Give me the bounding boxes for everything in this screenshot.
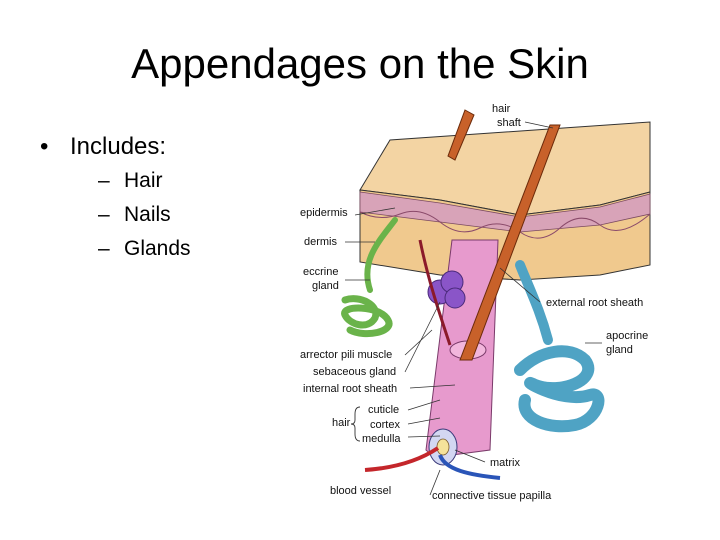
- label-epidermis: epidermis: [300, 207, 348, 219]
- bullet-includes-text: Includes:: [70, 133, 167, 160]
- label-medulla: medulla: [362, 433, 401, 445]
- papilla: [436, 438, 450, 456]
- label-apocrine: apocrine: [606, 330, 648, 342]
- bullet-marker: •: [40, 133, 49, 160]
- bullet-list: • Includes: –Hair –Nails –Glands: [40, 130, 191, 266]
- skin-appendages-diagram: hair shaft epidermis dermis eccrine glan…: [300, 103, 651, 502]
- label-shaft: shaft: [497, 117, 521, 129]
- label-hair: hair: [492, 103, 511, 115]
- dash-marker: –: [98, 169, 110, 192]
- label-sebaceous: sebaceous gland: [313, 366, 396, 378]
- eccrine-coil: [341, 295, 393, 338]
- sub-bullet-text: Nails: [124, 203, 171, 226]
- label-connective-tissue-papilla: connective tissue papilla: [432, 490, 552, 502]
- sub-bullet-hair: –Hair: [98, 164, 191, 198]
- skin-block: [359, 121, 651, 281]
- hair-shaft: [459, 124, 561, 361]
- sub-bullet-text: Hair: [124, 169, 163, 192]
- label-dermis: dermis: [304, 236, 338, 248]
- apocrine-duct: [515, 260, 553, 345]
- hair-shaft-small: [447, 109, 475, 161]
- label-internal-root-sheath: internal root sheath: [303, 383, 397, 395]
- label-matrix: matrix: [490, 457, 520, 469]
- slide-title: Appendages on the Skin: [131, 40, 589, 87]
- label-eccrine: eccrine: [303, 266, 338, 278]
- artery: [364, 446, 440, 472]
- hair-brace: [350, 406, 361, 442]
- dash-marker: –: [98, 203, 110, 226]
- arrector-pili-muscle: [418, 239, 452, 346]
- label-blood-vessel: blood vessel: [330, 485, 391, 497]
- label-cuticle: cuticle: [368, 404, 399, 416]
- leader-lines: [345, 121, 602, 496]
- apocrine-gland: [514, 260, 605, 433]
- eccrine-gland: [341, 217, 398, 338]
- vein: [438, 454, 501, 480]
- dash-marker: –: [98, 237, 110, 260]
- bullet-includes: • Includes:: [40, 130, 191, 164]
- label-external-root-sheath: external root sheath: [546, 297, 643, 309]
- sub-bullet-text: Glands: [124, 237, 191, 260]
- dermal-papillae-line: [359, 210, 651, 239]
- sebaceous-lobe: [444, 287, 466, 309]
- label-hair-group: hair: [332, 417, 351, 429]
- sub-bullet-list: –Hair –Nails –Glands: [40, 164, 191, 266]
- label-arrector-pili: arrector pili muscle: [300, 349, 392, 361]
- apocrine-coil: [514, 345, 605, 433]
- sub-bullet-glands: –Glands: [98, 232, 191, 266]
- sub-bullet-nails: –Nails: [98, 198, 191, 232]
- label-cortex: cortex: [370, 419, 400, 431]
- label-apocrine-gland: gland: [606, 344, 633, 356]
- label-eccrine-gland: gland: [312, 280, 339, 292]
- eccrine-duct: [364, 217, 398, 293]
